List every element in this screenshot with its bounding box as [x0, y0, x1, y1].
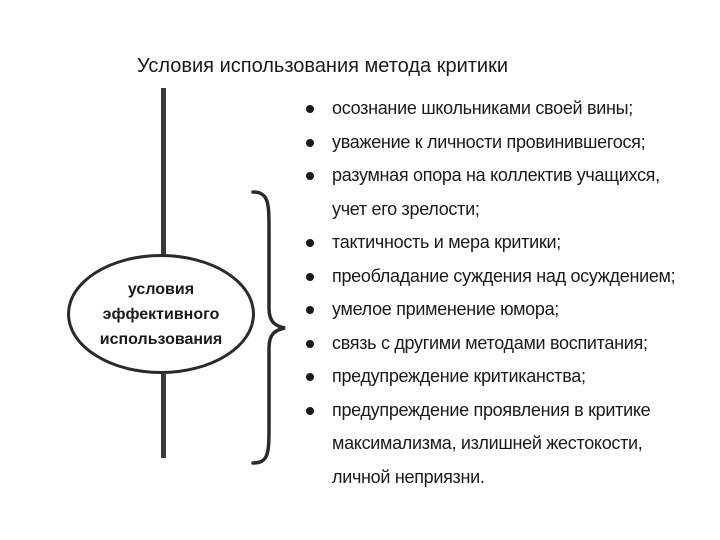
condition-text: преобладание суждения над осуждением;	[332, 265, 676, 286]
condition-text: тактичность и мера критики;	[332, 232, 561, 252]
condition-text: связь с другими методами воспитания;	[332, 332, 648, 353]
condition-item: связь с другими методами воспитания;	[300, 327, 675, 361]
condition-text: учет его зрелости;	[332, 198, 480, 219]
condition-text: личной неприязни.	[332, 466, 485, 487]
conditions-list: осознание школьниками своей вины; уважени…	[300, 92, 676, 495]
condition-text: уважение к личности провинившегося;	[332, 131, 646, 152]
bullet-icon	[306, 339, 314, 348]
bullet-icon	[306, 138, 314, 147]
bullet-icon	[306, 306, 314, 314]
bullet-icon	[306, 272, 314, 281]
condition-item: умелое применение юмора;	[300, 293, 675, 327]
ellipse-label-line3: использования	[99, 330, 223, 348]
condition-text: предупреждение критиканства;	[332, 366, 586, 386]
conditions-ellipse: условия эффективного использования	[67, 254, 255, 374]
condition-text: максимализма, излишней жестокости,	[332, 433, 643, 453]
ellipse-label-line1: условия	[127, 280, 195, 298]
ellipse-label-line2: эффективного	[102, 305, 220, 323]
condition-text: осознание школьниками своей вины;	[332, 98, 633, 118]
curly-brace	[251, 190, 286, 465]
vertical-line-bottom	[161, 374, 166, 458]
condition-item: уважение к личности провинившегося;	[300, 126, 675, 160]
condition-text: разумная опора на коллектив учащихся,	[332, 165, 660, 185]
page-title: Условия использования метода критики	[137, 55, 509, 77]
bullet-icon	[306, 172, 314, 180]
bullet-icon	[306, 239, 314, 247]
bullet-icon	[306, 373, 314, 381]
condition-item: осознание школьниками своей вины;	[300, 92, 675, 126]
condition-item: разумная опора на коллектив учащихся, уче…	[300, 159, 675, 226]
condition-item: тактичность и мера критики;	[300, 226, 675, 260]
vertical-line-top	[161, 88, 166, 256]
condition-item: предупреждение проявления в критике макси…	[300, 394, 675, 495]
condition-item: преобладание суждения над осуждением;	[300, 260, 676, 294]
bullet-icon	[306, 406, 314, 415]
bullet-icon	[306, 105, 314, 113]
condition-text: умелое применение юмора;	[332, 299, 559, 319]
condition-item: предупреждение критиканства;	[300, 360, 675, 394]
condition-text: предупреждение проявления в критике	[332, 399, 651, 420]
